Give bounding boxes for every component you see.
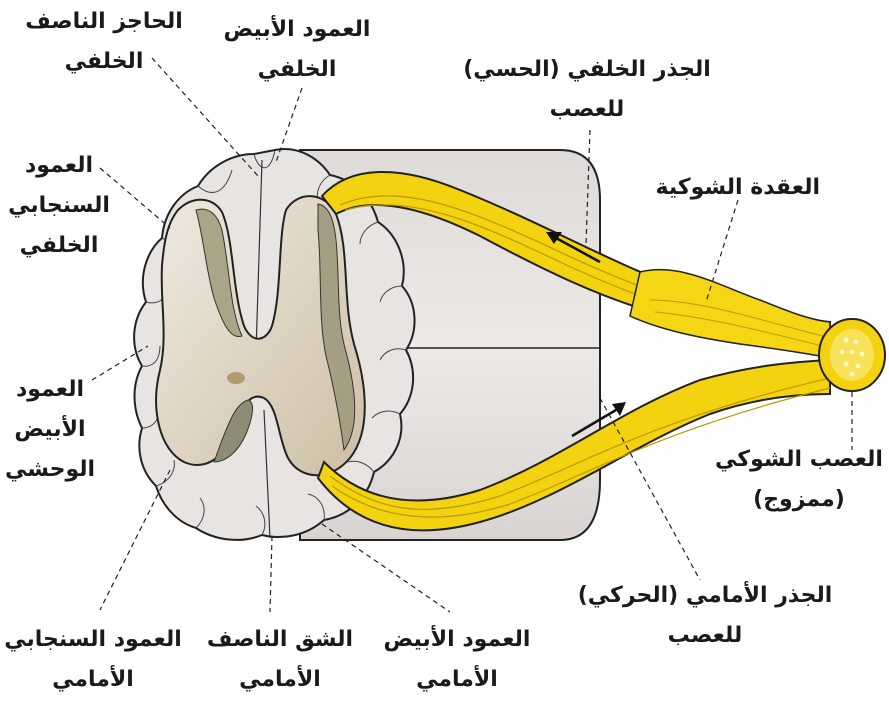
gray-matter-section [155,195,366,539]
label-ventral-root: الجذر الأمامي (الحركي) للعصب [560,576,850,656]
label-line: العقدة الشوكية [655,175,820,200]
label-line: العمود [15,377,85,402]
label-anterior-white-column: العمود الأبيض الأمامي [372,620,542,700]
spinal-ganglion-shape [629,268,831,359]
label-posterior-median-septum: الحاجز الناصف الخلفي [24,2,184,82]
label-line: الجذر الخلفي (الحسي) [463,57,711,82]
label-line: الجذر الأمامي (الحركي) [577,583,833,608]
label-line: للعصب [549,97,625,122]
label-line: الأبيض [14,417,86,442]
label-lateral-white-column: العمود الأبيض الوحشي [0,370,100,490]
arrow-toward-cord-icon [546,232,601,264]
label-line: العمود [24,153,94,178]
label-spinal-ganglion: العقدة الشوكية [655,168,820,208]
label-posterior-white-column: العمود الأبيض الخلفي [222,10,372,90]
label-anterior-median-fissure: الشق الناصف الأمامي [200,620,360,700]
label-posterior-gray-column: العمود السنجابي الخلفي [4,146,114,266]
label-dorsal-root: الجذر الخلفي (الحسي) للعصب [462,50,712,130]
spinal-nerve-end [818,318,886,392]
central-canal [227,372,245,384]
label-line: الحاجز الناصف [25,9,183,34]
ventral-root [316,358,831,532]
label-line: (ممزوج) [753,487,845,512]
label-line: الخلفي [19,233,99,258]
leader-lines [91,57,853,613]
label-line: الأمامي [239,667,321,692]
label-line: الخلفي [64,49,144,74]
label-line: الوحشي [4,457,96,482]
label-line: العمود الأبيض [223,17,371,42]
label-line: العمود الأبيض [383,627,531,652]
label-anterior-gray-column: العمود السنجابي الأمامي [0,620,186,700]
label-line: الأمامي [52,667,134,692]
label-line: الشق الناصف [206,627,354,652]
label-line: للعصب [667,623,743,648]
label-spinal-nerve: العصب الشوكي (ممزوج) [714,440,884,520]
label-line: العصب الشوكي [715,447,883,472]
label-line: الخلفي [257,57,337,82]
label-line: السنجابي [8,193,110,218]
label-line: الأمامي [416,667,498,692]
label-line: العمود السنجابي [4,627,182,652]
